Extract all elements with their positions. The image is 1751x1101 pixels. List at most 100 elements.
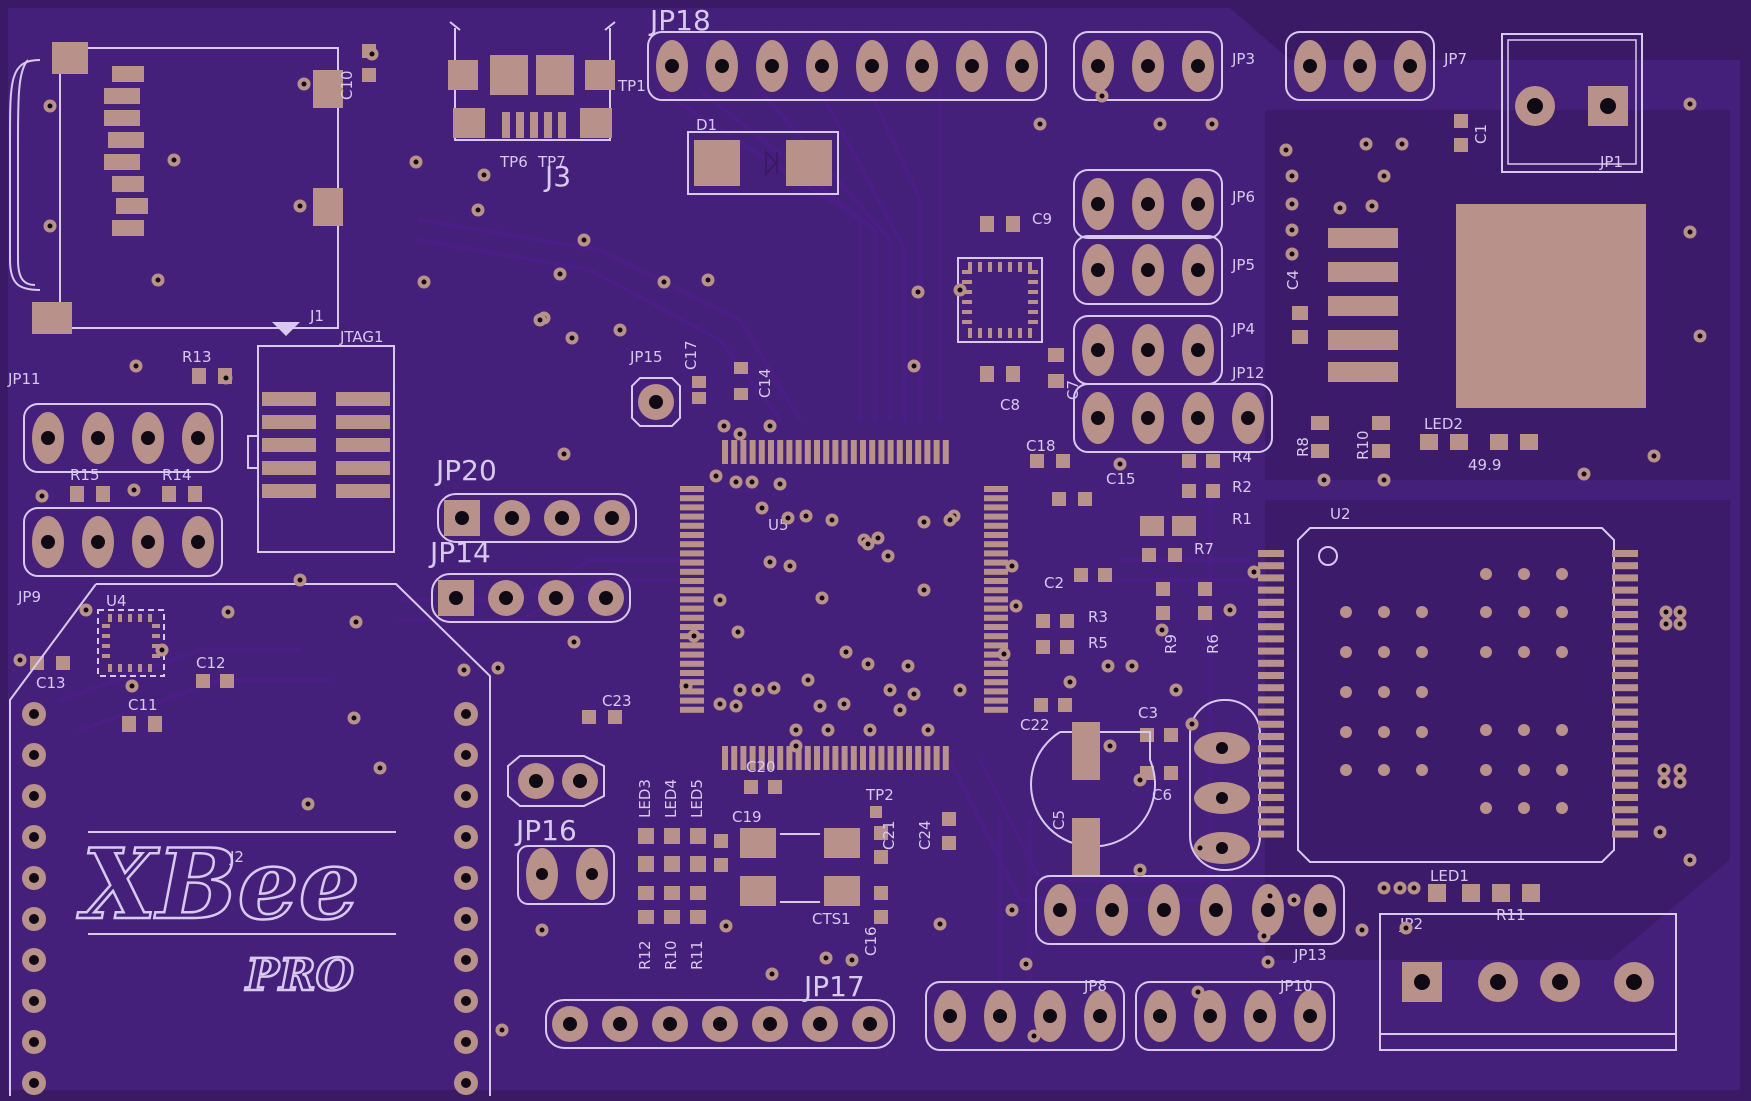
- thermal-via: [1378, 726, 1390, 738]
- pin-drill: [29, 996, 39, 1006]
- via-drill: [1381, 173, 1387, 179]
- u5-pad: [680, 605, 704, 612]
- jp5-header: JP5: [1073, 235, 1255, 305]
- pin-drill: [191, 535, 205, 549]
- u5-pad: [887, 440, 894, 464]
- pin-drill: [863, 1017, 877, 1031]
- header-outline: [1073, 383, 1273, 453]
- pin-drill: [605, 511, 619, 525]
- jp6-header: JP6: [1073, 169, 1255, 239]
- u5-pad: [680, 559, 704, 566]
- u5-pad: [832, 746, 839, 770]
- via-drill: [131, 487, 137, 493]
- u5-pad: [878, 746, 885, 770]
- pin-drill: [663, 1017, 677, 1031]
- u5-pad: [680, 504, 704, 511]
- via-drill: [1397, 885, 1403, 891]
- label-c23: C23: [602, 692, 632, 710]
- via-drill: [737, 687, 743, 693]
- u2-pad: [1258, 708, 1284, 716]
- via-drill: [475, 207, 481, 213]
- label-c10: C10: [338, 70, 356, 100]
- u5-pad: [680, 614, 704, 621]
- u5-pad: [984, 605, 1008, 612]
- via-drill: [539, 927, 545, 933]
- pin-drill: [91, 535, 105, 549]
- via-drill: [829, 517, 835, 523]
- via-drill: [297, 577, 303, 583]
- pin-drill: [1091, 263, 1105, 277]
- via-drill: [39, 493, 45, 499]
- via-drill: [1661, 767, 1667, 773]
- via-drill: [1677, 609, 1683, 615]
- via-drill: [733, 703, 739, 709]
- via-drill: [1687, 857, 1693, 863]
- qfn-chip-small: C9 C8 C7: [957, 210, 1082, 414]
- header-outline: [1073, 169, 1223, 239]
- u2-pad: [1612, 598, 1638, 606]
- thermal-via: [1556, 764, 1568, 776]
- via-drill: [769, 971, 775, 977]
- pin-drill: [1141, 263, 1155, 277]
- via-drill: [717, 597, 723, 603]
- via-drill: [305, 801, 311, 807]
- oval-pads-vertical: [1189, 699, 1261, 871]
- jtag-pad: [336, 392, 390, 406]
- jtag-pad: [336, 484, 390, 498]
- label-r11b: R11: [688, 940, 706, 970]
- u5-pad: [680, 568, 704, 575]
- jtag1-connector: JTAG1: [247, 328, 395, 553]
- u5-pad: [740, 440, 747, 464]
- via-drill: [1267, 893, 1273, 899]
- u2-pad: [1258, 623, 1284, 631]
- via-drill: [1173, 687, 1179, 693]
- via-drill: [495, 665, 501, 671]
- thermal-via: [1378, 646, 1390, 658]
- via-drill: [1677, 779, 1683, 785]
- pin-drill: [1403, 59, 1417, 73]
- jp15-testpoint: JP15 C17 C14: [629, 340, 774, 427]
- label-c13: C13: [36, 674, 66, 692]
- label-jp12: JP12: [1231, 364, 1265, 382]
- pin-drill: [461, 1037, 471, 1047]
- thermal-via: [1480, 568, 1492, 580]
- u2-pad: [1258, 586, 1284, 594]
- c1: C1: [1454, 114, 1490, 152]
- u5-pad: [680, 513, 704, 520]
- label-r6: R6: [1204, 634, 1222, 654]
- via-drill: [1105, 663, 1111, 669]
- u5-pad: [915, 440, 922, 464]
- pin-drill: [499, 591, 513, 605]
- via-drill: [767, 423, 773, 429]
- pin-drill: [461, 955, 471, 965]
- r15-r14: R15 R14: [70, 466, 202, 502]
- via-drill: [849, 957, 855, 963]
- via-drill: [1289, 251, 1295, 257]
- pin-drill: [29, 750, 39, 760]
- via-drill: [1117, 461, 1123, 467]
- via-drill: [683, 683, 689, 689]
- label-c18: C18: [1026, 437, 1056, 455]
- via-drill: [421, 279, 427, 285]
- u5-pad: [786, 440, 793, 464]
- u5-pad: [722, 440, 728, 464]
- label-jtag1: JTAG1: [339, 328, 384, 346]
- u5-pad: [680, 550, 704, 557]
- via-drill: [1651, 453, 1657, 459]
- pin-drill: [461, 750, 471, 760]
- pin-drill: [461, 914, 471, 924]
- via-drill: [1107, 743, 1113, 749]
- via-drill: [569, 335, 575, 341]
- via-drill: [1099, 93, 1105, 99]
- pin-drill: [765, 59, 779, 73]
- via-drill: [777, 481, 783, 487]
- via-drill: [1663, 609, 1669, 615]
- pin-drill: [29, 709, 39, 719]
- label-jp16: JP16: [514, 814, 577, 847]
- u5-pad: [758, 440, 765, 464]
- label-jp7: JP7: [1443, 50, 1467, 68]
- u5-pad: [680, 486, 704, 492]
- pin-drill: [1191, 197, 1205, 211]
- label-jp3: JP3: [1231, 50, 1255, 68]
- via-drill: [865, 661, 871, 667]
